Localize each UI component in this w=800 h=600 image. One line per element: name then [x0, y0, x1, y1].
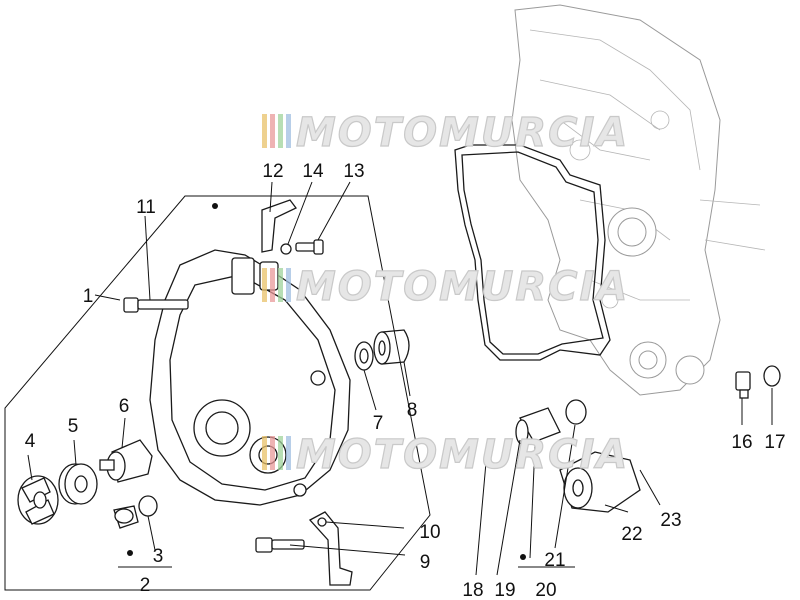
oil-seal-7 — [354, 341, 374, 371]
reference-dots — [127, 203, 526, 560]
callout-9: 9 — [420, 552, 431, 573]
oil-filter-22 — [559, 451, 641, 513]
callout-16: 16 — [731, 432, 752, 453]
callout-14: 14 — [302, 161, 324, 182]
screw-13 — [295, 239, 324, 255]
crankcase-background — [511, 4, 766, 396]
pump-body-5 — [58, 463, 98, 505]
washer-14 — [280, 243, 292, 255]
flywheel-cover — [149, 249, 351, 506]
callout-17: 17 — [764, 432, 785, 453]
leader-lines — [27, 181, 773, 576]
drain-plug-3 — [113, 505, 139, 529]
washer-17 — [763, 365, 781, 387]
cover-gasket — [454, 144, 611, 361]
callout-18: 18 — [462, 580, 483, 600]
callout-1: 1 — [83, 286, 94, 307]
callout-19: 19 — [494, 580, 515, 600]
bearing-8 — [373, 329, 410, 365]
watermark-text-middle: MOTOMURCIA — [296, 264, 629, 310]
group-outlines — [4, 195, 575, 591]
sensor-16 — [735, 371, 751, 399]
watermark-middle: MOTOMURCIA — [262, 263, 629, 311]
watermark-bottom: MOTOMURCIA — [262, 431, 629, 479]
callout-6: 6 — [119, 396, 130, 417]
watermark-top: MOTOMURCIA — [262, 109, 629, 157]
pump-shaft-6 — [99, 439, 153, 483]
callout-22: 22 — [621, 524, 642, 545]
impeller-4 — [17, 475, 59, 525]
bolt-11 — [123, 297, 189, 313]
callout-7: 7 — [373, 413, 384, 434]
watermark-text-top: MOTOMURCIA — [296, 110, 629, 156]
callout-11: 11 — [136, 197, 156, 218]
callout-23: 23 — [660, 510, 681, 531]
callout-labels: 1 2 3 4 5 6 7 8 9 10 11 12 13 14 16 17 1… — [25, 161, 786, 600]
callout-3: 3 — [153, 546, 164, 567]
callout-21: 21 — [544, 550, 565, 571]
callout-20: 20 — [535, 580, 556, 600]
callout-12: 12 — [262, 161, 283, 182]
callout-2: 2 — [140, 575, 151, 596]
callout-5: 5 — [68, 416, 79, 437]
bracket-12 — [261, 199, 297, 253]
o-ring-21 — [565, 399, 587, 425]
filter-19 — [515, 407, 561, 445]
o-ring-3 — [138, 495, 158, 517]
bolt-9 — [255, 537, 305, 553]
callout-10: 10 — [419, 522, 440, 543]
callout-13: 13 — [343, 161, 364, 182]
watermark-text-bottom: MOTOMURCIA — [296, 432, 629, 478]
callout-4: 4 — [25, 431, 36, 452]
callout-8: 8 — [407, 400, 418, 421]
